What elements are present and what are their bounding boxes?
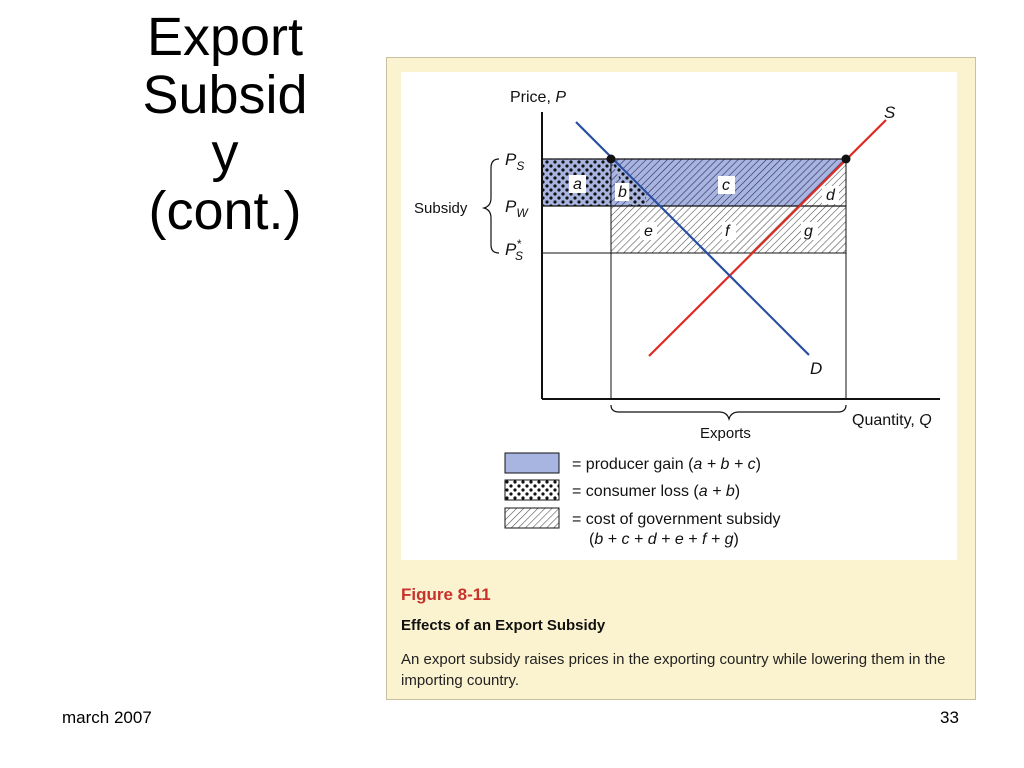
y-axis-label: Price, P [510,89,566,106]
supply-label: S [884,103,896,122]
export-subsidy-diagram: Price, P Quantity, Q S D PS PW P*S Subsi… [414,89,940,548]
figure-title: Effects of an Export Subsidy [401,617,606,634]
price-ps-star: P*S [505,237,523,263]
area-f-label-bg [722,222,736,240]
figure-number: Figure 8-11 [401,585,491,604]
area-d-label-bg [822,186,839,204]
area-e-label: e [644,223,653,240]
area-g-label-bg [801,222,818,240]
supply-point [841,154,851,164]
area-e-label-bg [640,222,657,240]
legend-subsidy-text-line2: (b + c + d + e + f + g) [589,531,739,548]
exports-brace [610,404,847,422]
exports-label: Exports [700,425,751,442]
price-ps: PS [505,150,524,173]
price-pw: PW [505,197,529,220]
slide-title-line-4: (cont.) [148,181,302,241]
demand-label: D [810,359,822,378]
area-a-label-bg [569,175,586,193]
slide-title-line-2: Subsid [142,65,308,125]
area-d-label: d [826,187,836,204]
area-b [611,159,646,206]
area-b-label: b [618,184,627,201]
slide-title: Export Subsid y (cont.) [100,8,350,240]
area-c-label-bg [718,176,735,194]
area-a-label: a [573,176,582,193]
legend-consumer-text: = consumer loss (a + b) [572,483,740,500]
footer-date: march 2007 [62,708,152,727]
area-b-label-bg [615,183,629,201]
diagram-area: Price, P Quantity, Q S D PS PW P*S Subsi… [401,72,957,560]
subsidy-label: Subsidy [414,200,468,217]
area-f-label: f [725,223,731,240]
page-number: 33 [940,708,959,727]
subsidy-brace [481,158,500,254]
legend-subsidy-text: = cost of government subsidy [572,511,781,528]
figure-caption: An export subsidy raises prices in the e… [401,651,946,689]
slide-title-line-3: y [211,123,239,183]
legend-producer-text: = producer gain (a + b + c) [572,456,761,473]
demand-point [606,154,616,164]
x-axis-label: Quantity, Q [852,412,932,429]
slide-title-line-1: Export [146,7,304,67]
legend-subsidy-swatch [504,507,560,529]
legend-consumer-swatch [504,479,560,501]
area-g-label: g [804,223,813,240]
area-c-label: c [722,177,730,194]
legend-producer-swatch [504,452,560,474]
